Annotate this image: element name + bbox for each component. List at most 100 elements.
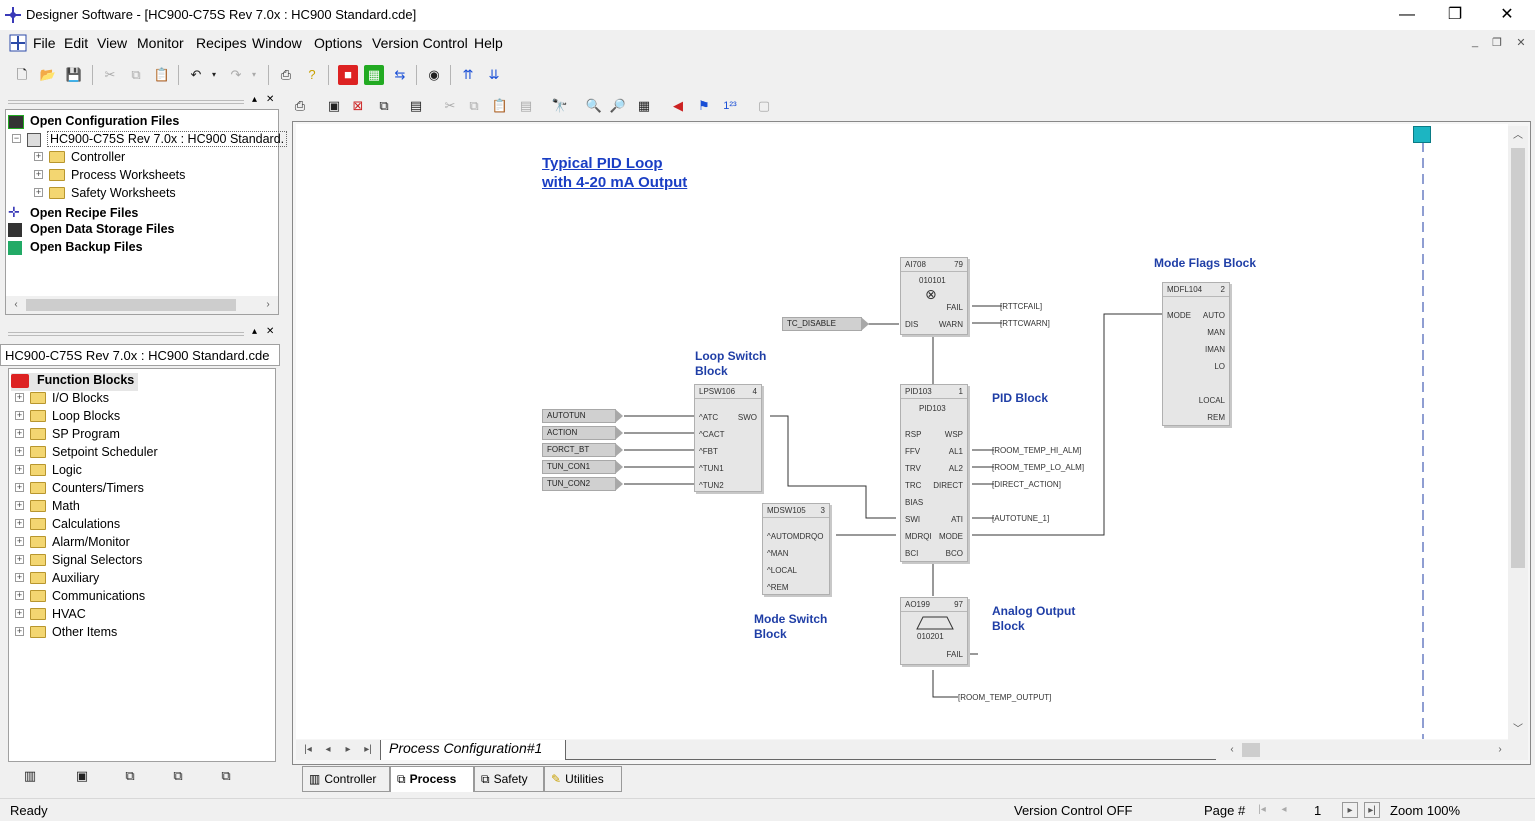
- panel-collapse-icon[interactable]: ▴: [252, 94, 257, 105]
- expand-icon[interactable]: +: [15, 465, 24, 474]
- mode-flags-block[interactable]: MDFL1042 MODE AUTO MAN IMAN LO LOCAL REM: [1162, 282, 1230, 426]
- first-sheet-icon[interactable]: |◂: [300, 742, 316, 758]
- canvas-v-scrollbar[interactable]: ︿ ﹀: [1508, 126, 1528, 740]
- mode-switch-block[interactable]: MDSW1053 ^AUTOMDRQO ^MAN ^LOCAL ^REM: [762, 503, 830, 595]
- number-order-icon[interactable]: 1²³: [720, 96, 740, 116]
- zoom-out-icon[interactable]: 🔎: [608, 96, 628, 116]
- library-folder[interactable]: +HVAC: [15, 607, 86, 625]
- paste-block-icon[interactable]: 📋: [490, 96, 510, 116]
- help-icon[interactable]: ?: [302, 65, 322, 85]
- menu-version-control[interactable]: Version Control: [372, 35, 468, 51]
- scroll-right-icon[interactable]: ›: [1492, 742, 1508, 758]
- cut-block-icon[interactable]: ✂: [440, 96, 460, 116]
- menu-window[interactable]: Window: [252, 35, 302, 51]
- tree-item-open-recipe[interactable]: ✛Open Recipe Files: [8, 204, 138, 222]
- minimize-button[interactable]: —: [1384, 2, 1430, 28]
- tree-item-open-backup[interactable]: Open Backup Files: [8, 240, 143, 258]
- last-sheet-icon[interactable]: ▸|: [360, 742, 376, 758]
- tree-item-controller[interactable]: +Controller: [34, 150, 125, 168]
- library-folder[interactable]: +Setpoint Scheduler: [15, 445, 158, 463]
- tab-utilities[interactable]: ✎Utilities: [544, 766, 622, 792]
- close-button[interactable]: ✕: [1484, 2, 1530, 28]
- lib-page2-icon[interactable]: ⧉: [168, 766, 188, 786]
- menu-help[interactable]: Help: [474, 35, 503, 51]
- expand-icon[interactable]: +: [15, 627, 24, 636]
- scroll-left-icon[interactable]: ‹: [1224, 742, 1240, 758]
- scroll-thumb[interactable]: [1511, 148, 1525, 568]
- tree-item-open-config[interactable]: Open Configuration Files: [8, 114, 179, 132]
- tab-safety[interactable]: ⧉Safety: [474, 766, 544, 792]
- library-folder[interactable]: +Logic: [15, 463, 82, 481]
- next-sheet-icon[interactable]: ▸: [340, 742, 356, 758]
- menu-options[interactable]: Options: [314, 35, 362, 51]
- library-folder[interactable]: +Other Items: [15, 625, 117, 643]
- library-folder[interactable]: +SP Program: [15, 427, 120, 445]
- library-folder[interactable]: +Loop Blocks: [15, 409, 120, 427]
- find-icon[interactable]: 🔭: [550, 96, 570, 116]
- open-folder-icon[interactable]: 📂: [38, 65, 58, 85]
- redo-dropdown-icon[interactable]: ▾: [244, 65, 264, 85]
- tree-item-process-worksheets[interactable]: +Process Worksheets: [34, 168, 185, 186]
- scroll-right-icon[interactable]: ›: [260, 297, 276, 313]
- online-edit-icon[interactable]: ⇆: [390, 65, 410, 85]
- prev-page-icon[interactable]: ◂: [1276, 802, 1292, 818]
- undo-dropdown-icon[interactable]: ▾: [204, 65, 224, 85]
- expand-icon[interactable]: +: [15, 393, 24, 402]
- expand-icon[interactable]: +: [15, 555, 24, 564]
- files-h-scrollbar[interactable]: ‹ ›: [6, 296, 278, 314]
- library-folder[interactable]: +Math: [15, 499, 80, 517]
- tab-process[interactable]: ⧉Process: [390, 766, 474, 792]
- tree-item-safety-worksheets[interactable]: +Safety Worksheets: [34, 186, 176, 204]
- library-folder[interactable]: +Calculations: [15, 517, 120, 535]
- download-icon[interactable]: ⇊: [484, 65, 504, 85]
- ai-block[interactable]: AI70879 010101 ⊗ FAIL DIS WARN: [900, 257, 968, 335]
- expand-icon[interactable]: +: [15, 411, 24, 420]
- print-sheet-icon[interactable]: ⎙: [290, 96, 310, 116]
- panel-close-icon[interactable]: ✕: [266, 326, 274, 337]
- cut-icon[interactable]: ✂: [100, 65, 120, 85]
- expand-icon[interactable]: +: [15, 591, 24, 600]
- expand-icon[interactable]: +: [15, 501, 24, 510]
- scroll-up-icon[interactable]: ︿: [1510, 128, 1526, 144]
- expand-icon[interactable]: +: [15, 609, 24, 618]
- last-page-icon[interactable]: ▸|: [1364, 802, 1380, 818]
- maximize-button[interactable]: ❐: [1432, 2, 1478, 28]
- monitor-icon[interactable]: ◉: [424, 65, 444, 85]
- library-folder[interactable]: +Alarm/Monitor: [15, 535, 130, 553]
- tree-item-open-data-storage[interactable]: Open Data Storage Files: [8, 222, 174, 240]
- flag-icon[interactable]: ⚑: [694, 96, 714, 116]
- copy-block-icon[interactable]: ⧉: [464, 96, 484, 116]
- menu-edit[interactable]: Edit: [64, 35, 88, 51]
- menu-recipes[interactable]: Recipes: [196, 35, 247, 51]
- expand-icon[interactable]: +: [15, 573, 24, 582]
- library-folder[interactable]: +Communications: [15, 589, 145, 607]
- sheet-tab[interactable]: Process Configuration#1: [380, 740, 566, 760]
- analog-output-block[interactable]: AO19997 010201 FAIL: [900, 597, 968, 665]
- lock-icon[interactable]: ▢: [754, 96, 774, 116]
- menu-file[interactable]: File: [33, 35, 56, 51]
- prev-sheet-icon[interactable]: ◂: [320, 742, 336, 758]
- expand-icon[interactable]: +: [15, 519, 24, 528]
- panel-close-icon[interactable]: ✕: [266, 94, 274, 105]
- paste-special-icon[interactable]: ▤: [516, 96, 536, 116]
- library-folder[interactable]: +Signal Selectors: [15, 553, 142, 571]
- library-folder[interactable]: +Auxiliary: [15, 571, 99, 589]
- expand-icon[interactable]: +: [15, 483, 24, 492]
- canvas-h-scrollbar[interactable]: ‹ ›: [1220, 740, 1520, 760]
- new-sheet-icon[interactable]: ▣: [324, 96, 344, 116]
- upload-icon[interactable]: ⇈: [458, 65, 478, 85]
- first-page-icon[interactable]: |◂: [1254, 802, 1270, 818]
- lib-view2-icon[interactable]: ▣: [72, 766, 92, 786]
- scroll-left-icon[interactable]: ‹: [8, 297, 24, 313]
- scroll-thumb[interactable]: [1242, 743, 1260, 757]
- mdi-restore-button[interactable]: ❐: [1488, 36, 1506, 52]
- mdi-minimize-button[interactable]: _: [1466, 36, 1484, 52]
- page-setup-icon[interactable]: ▤: [406, 96, 426, 116]
- new-file-icon[interactable]: 🗋: [12, 65, 32, 85]
- alarm-icon[interactable]: ◀: [668, 96, 688, 116]
- lib-page3-icon[interactable]: ⧉: [216, 766, 236, 786]
- zoom-in-icon[interactable]: 🔍: [584, 96, 604, 116]
- paste-icon[interactable]: 📋: [152, 65, 172, 85]
- tree-item-function-blocks[interactable]: Function Blocks: [11, 373, 138, 391]
- pid-block[interactable]: PID1031 PID103 RSP FFV TRV TRC BIAS SWI …: [900, 384, 968, 562]
